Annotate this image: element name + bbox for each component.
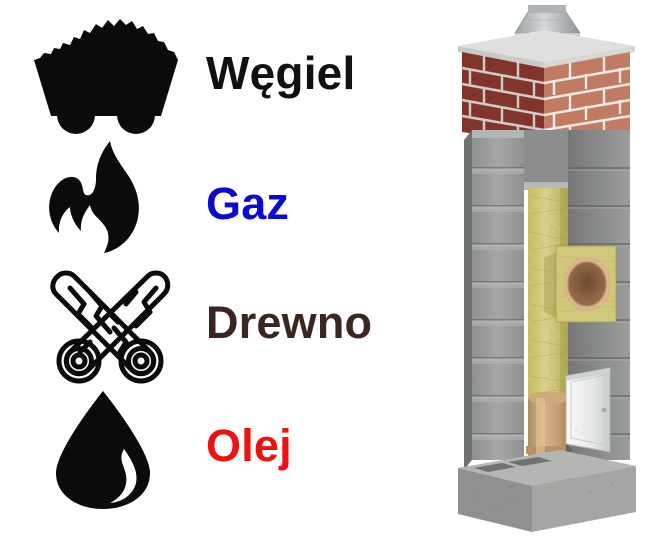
fuel-item-olej: Olej [0, 387, 440, 512]
oil-drop-icon [18, 387, 188, 512]
coal-cart-icon [18, 12, 188, 137]
concrete-base-part [458, 450, 636, 532]
flame-icon [18, 137, 188, 262]
fuel-label-gaz: Gaz [206, 178, 290, 229]
fuel-label-wegiel: Węgiel [206, 47, 356, 99]
fuel-item-wegiel: Węgiel [0, 12, 440, 137]
fuel-type-list: Węgiel Gaz [0, 12, 440, 512]
crossed-logs-icon [18, 262, 188, 387]
chimney-illustration [440, 0, 658, 549]
fuel-item-drewno: Drewno [0, 262, 440, 387]
fuel-label-drewno: Drewno [206, 297, 373, 348]
metal-cap-part [514, 5, 581, 39]
brick-crown-part [458, 30, 635, 144]
concrete-texture [479, 182, 619, 432]
flue-inlet-opening-part [544, 245, 617, 323]
fuel-item-gaz: Gaz [0, 137, 440, 262]
fuel-label-olej: Olej [206, 420, 292, 471]
